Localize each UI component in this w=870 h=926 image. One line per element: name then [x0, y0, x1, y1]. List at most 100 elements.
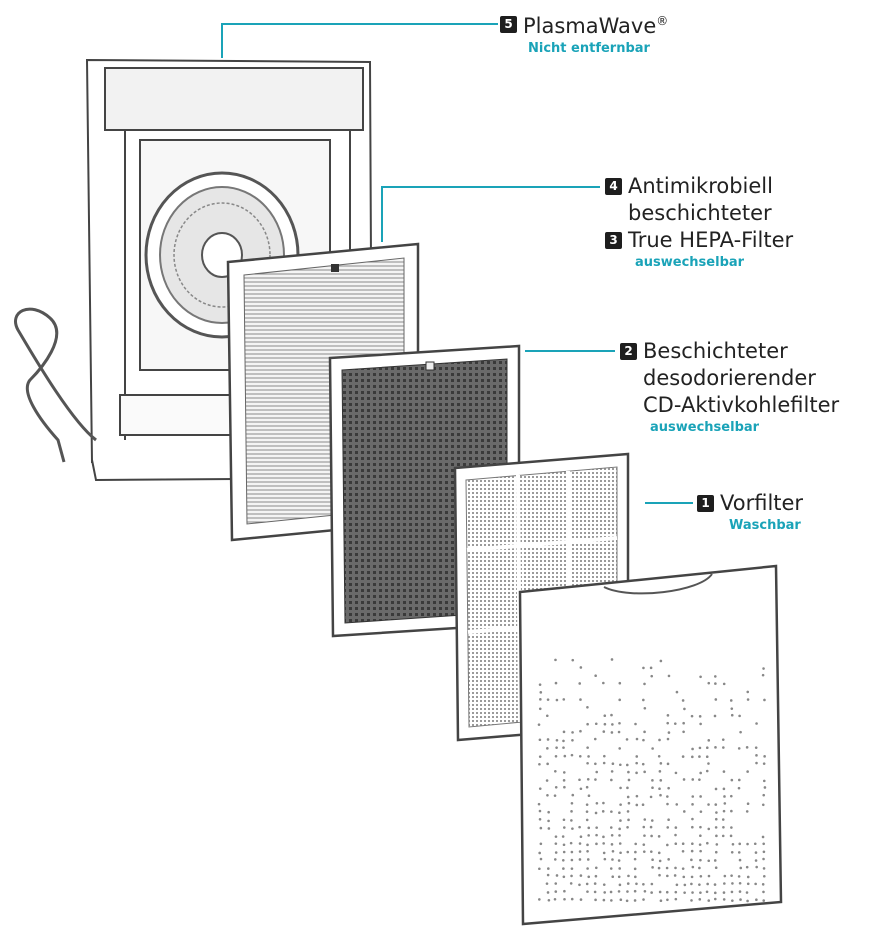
cover-dot [721, 818, 725, 821]
cover-dot [746, 770, 749, 773]
cover-dot [658, 859, 662, 863]
cover-dot [722, 746, 725, 749]
cover-dot [762, 842, 765, 846]
cover-dot [618, 811, 621, 815]
cover-dot [739, 866, 743, 870]
cover-dot [746, 899, 749, 903]
cover-dot [609, 890, 613, 894]
cover-dot [642, 898, 645, 901]
cover-dot [690, 849, 694, 853]
label-antimicrobial: 4 Antimikrobiell beschichteter 3 True HE… [605, 173, 793, 272]
cover-dot [626, 795, 630, 799]
cover-dot [723, 882, 726, 885]
cover-dot [609, 826, 613, 829]
cover-dot [763, 786, 767, 789]
label-plasmawave-title: PlasmaWave [523, 14, 657, 38]
cover-dot [594, 778, 597, 781]
cover-dot [682, 875, 686, 879]
cover-dot [571, 738, 574, 742]
cover-dot [586, 777, 590, 781]
cover-dot [554, 851, 558, 854]
cover-dot [634, 722, 637, 726]
cover-dot [634, 850, 637, 854]
cover-dot [571, 658, 575, 662]
cover-dot [738, 858, 742, 862]
cover-dot [618, 681, 622, 685]
cover-dot [594, 898, 597, 902]
cover-dot [674, 833, 677, 837]
cover-dot [699, 675, 702, 679]
cover-dot [705, 755, 709, 758]
cover-dot [649, 850, 653, 853]
cover-dot [546, 698, 550, 701]
cover-dot [579, 666, 583, 669]
cover-dot [649, 666, 653, 670]
cover-dot [666, 826, 670, 829]
cover-dot [754, 882, 757, 886]
cover-dot [570, 753, 574, 757]
cover-dot [562, 739, 565, 743]
cover-dot [562, 875, 566, 879]
cover-dot [730, 713, 734, 717]
cover-dot [603, 722, 607, 726]
cover-dot [539, 842, 543, 846]
cover-dot [763, 755, 766, 758]
cover-dot [658, 890, 662, 894]
cover-dot [547, 819, 550, 823]
cover-dot [626, 786, 629, 790]
cover-dot [762, 779, 766, 783]
cover-dot [610, 899, 613, 902]
cover-dot [538, 809, 542, 813]
cover-dot [642, 666, 645, 670]
cover-dot [730, 874, 733, 877]
cover-dot [657, 866, 661, 870]
cover-dot [675, 883, 679, 887]
cover-dot [602, 761, 606, 765]
cover-dot [714, 817, 718, 821]
cover-dot [627, 770, 630, 774]
cover-dot [666, 721, 670, 725]
cover-dot [635, 803, 639, 807]
cover-dot [762, 667, 765, 670]
cover-dot [762, 899, 766, 902]
cover-dot [659, 779, 663, 782]
cover-dot [721, 738, 725, 741]
cover-dot [650, 674, 654, 678]
cover-dot [611, 762, 615, 766]
cover-dot [537, 723, 541, 726]
cover-dot [587, 834, 590, 837]
cover-dot [762, 890, 765, 894]
cover-dot [563, 889, 566, 893]
cover-dot [674, 771, 678, 775]
cover-dot [738, 890, 742, 893]
cover-dot [618, 883, 622, 887]
label-prefilter-sub: Waschbar [729, 518, 801, 533]
cover-dot [587, 875, 591, 879]
cover-dot [617, 890, 621, 893]
cover-dot [593, 737, 597, 741]
cover-dot [761, 835, 765, 839]
cover-dot [579, 835, 583, 839]
cover-dot [562, 850, 566, 854]
cover-dot [674, 890, 678, 894]
cover-dot [569, 882, 573, 885]
cover-dot [681, 867, 685, 870]
cover-dot [553, 794, 557, 797]
cover-dot [746, 802, 750, 806]
cover-dot [722, 682, 726, 686]
cover-dot [737, 786, 741, 790]
cover-dot [737, 747, 741, 750]
cover-dot [586, 761, 589, 765]
cover-dot [634, 842, 638, 846]
cover-dot [642, 698, 645, 702]
cover-dot [738, 842, 742, 846]
cover-dot [745, 891, 749, 894]
cover-dot [611, 850, 615, 853]
cover-dot [746, 842, 749, 846]
cover-dot [585, 882, 589, 886]
cover-dot [674, 826, 678, 829]
cover-dot [658, 787, 661, 791]
cover-dot [635, 794, 639, 798]
cover-dot [545, 779, 549, 782]
